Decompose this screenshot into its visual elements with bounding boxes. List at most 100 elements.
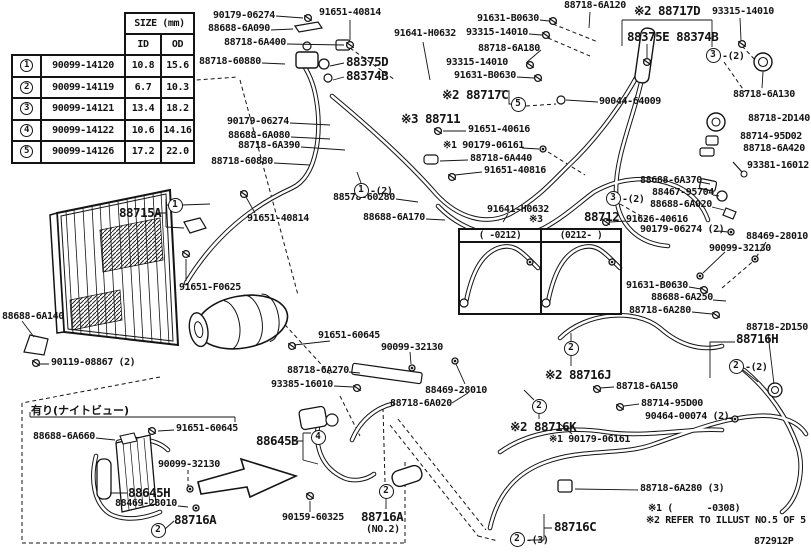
part-label: 88718-6A400 — [224, 37, 286, 48]
part-label: 88645B — [256, 433, 299, 448]
part-label: 88469-28010 — [425, 385, 487, 396]
part-label: 91651-F0625 — [179, 282, 241, 293]
part-label: 93315-14010 — [712, 6, 774, 17]
callout-4: 4 — [310, 429, 326, 445]
part-label: 88714-95D02 — [740, 131, 802, 142]
callout-5: 5 — [510, 96, 526, 112]
part-label: 88714-95D00 — [641, 398, 703, 409]
part-label: ※2 88717D — [634, 3, 701, 18]
size-row-value: 10.8 — [124, 54, 162, 78]
part-label: 91651-40616 — [468, 124, 530, 135]
part-label: 88688-6A370 — [640, 175, 702, 186]
size-row-value: 90099-14119 — [40, 75, 126, 99]
part-label: ※3 — [529, 214, 543, 225]
part-label: 91651-60645 — [318, 330, 380, 341]
variant-header-early: ( -0212) — [458, 228, 542, 243]
part-label: 93381-16012 — [747, 160, 809, 171]
part-label: 88718-6A280 (3) — [640, 483, 725, 494]
size-table-title: SIZE (mm) — [124, 12, 195, 35]
part-label: 88718-6A280 — [629, 305, 691, 316]
leader-lines — [21, 11, 775, 541]
direction-arrow — [197, 457, 299, 499]
part-label: 88718-6A150 — [616, 381, 678, 392]
part-label: 88718-6A120 — [564, 0, 626, 11]
part-label: 90179-06274 (2) — [640, 224, 725, 235]
part-label: 91631-B0630 — [477, 13, 539, 24]
part-label: 93385-16010 — [271, 379, 333, 390]
part-label: 90044-64009 — [599, 96, 661, 107]
callout-2: 2 — [150, 522, 166, 538]
size-row-value: 90099-14122 — [40, 118, 126, 142]
size-table-col-od: OD — [160, 33, 195, 56]
part-label: 88715A — [119, 205, 162, 220]
part-label: 91651-40816 — [484, 165, 546, 176]
part-label: 91641-H0632 — [487, 204, 549, 215]
part-label: 88688-6A170 — [363, 212, 425, 223]
size-row-value: 18.2 — [160, 97, 195, 121]
part-label: 88578-60280 — [333, 192, 395, 203]
part-label: 88718-6A270 — [287, 365, 349, 376]
part-label: 90179-06274 — [213, 10, 275, 21]
part-label: 91651-40814 — [319, 7, 381, 18]
part-label: 88718-2D140 — [748, 113, 810, 124]
callout-suffix: -(2) — [622, 194, 645, 205]
part-label: 88718-6A390 — [238, 140, 300, 151]
night-view-title: 有り(ナイトビュー) — [31, 404, 130, 417]
part-label: 88716C — [554, 519, 597, 534]
part-label: 88718-6A440 — [470, 153, 532, 164]
part-label: 88718-6A420 — [743, 143, 805, 154]
size-row-num: 4 — [11, 118, 42, 142]
part-label: 88718-6A180 — [478, 43, 540, 54]
size-row-value: 90099-14120 — [40, 54, 126, 78]
condenser — [49, 188, 180, 347]
callout-2: 2 — [563, 340, 579, 356]
part-label: 88718-2D150 — [746, 322, 808, 333]
part-label: ※2 88717C — [442, 87, 509, 102]
size-row-num: 5 — [11, 140, 42, 164]
part-label: 90464-00074 (2) — [645, 411, 730, 422]
size-row-circle: 4 — [20, 123, 33, 137]
part-label: ※2 88716K — [510, 419, 577, 434]
size-row-circle: 3 — [20, 102, 33, 116]
size-row-value: 90099-14126 — [40, 140, 126, 164]
size-row-value: 10.3 — [160, 75, 195, 99]
callout-2: 2 — [531, 398, 547, 414]
part-label: 90119-08867 (2) — [51, 357, 136, 368]
footnote-2: ※2 REFER TO ILLUST NO.5 OF 5 — [646, 515, 806, 526]
footnote-1: ※1 ( -0308) — [648, 503, 741, 514]
size-row-value: 13.4 — [124, 97, 162, 121]
callout-1: 1 — [353, 182, 369, 198]
size-table-col-id: ID — [124, 33, 162, 56]
part-label: 88374B — [346, 68, 389, 83]
size-row-num: 2 — [11, 75, 42, 99]
part-label: 93315-14010 — [466, 27, 528, 38]
variant-table-divider — [540, 241, 542, 315]
callout-3: 3 — [605, 190, 621, 206]
part-label: 88688-6A250 — [651, 292, 713, 303]
part-label: 90099-32130 — [158, 459, 220, 470]
small-components — [23, 21, 783, 513]
size-row-value: 22.0 — [160, 140, 195, 164]
part-label: 88688-6A020 — [650, 199, 712, 210]
callout-1: 1 — [167, 197, 183, 213]
callout-suffix: -(2) — [745, 362, 768, 373]
part-label: 88375D — [346, 54, 389, 69]
part-label: 88688-6A140 — [2, 311, 64, 322]
size-row-value: 10.6 — [124, 118, 162, 142]
part-label: 88375E 88374B — [627, 29, 719, 44]
size-row-value: 6.7 — [124, 75, 162, 99]
part-label: ※1 90179-06161 — [549, 434, 631, 445]
part-label: 91641-H0632 — [394, 28, 456, 39]
part-label: ※2 88716J — [545, 367, 612, 382]
compressor — [188, 293, 289, 350]
size-row-value: 15.6 — [160, 54, 195, 78]
size-row-circle: 2 — [20, 80, 33, 94]
part-label: 88712 — [584, 209, 620, 224]
part-label: 90179-06274 — [227, 116, 289, 127]
fasteners — [31, 13, 759, 512]
size-row-circle: 1 — [20, 59, 33, 73]
size-row-num: 1 — [11, 54, 42, 78]
callout-suffix: -(2) — [722, 51, 745, 62]
